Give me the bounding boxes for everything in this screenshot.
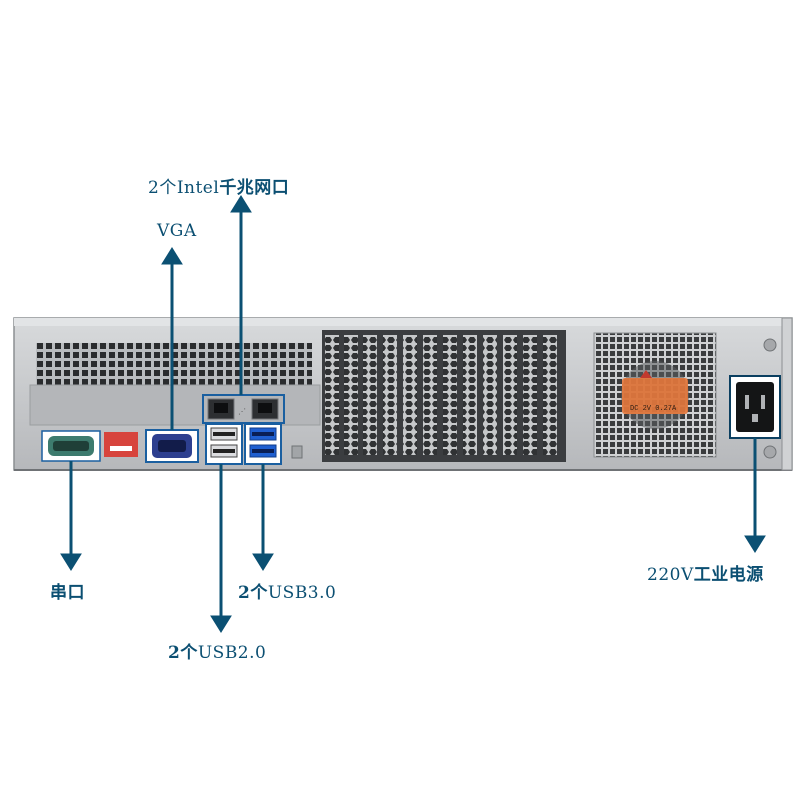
serial-label-text: 串口 xyxy=(50,583,85,603)
arrow-up-icon xyxy=(230,195,252,213)
lan-label-prefix: 2个Intel xyxy=(148,178,220,198)
lan-callout-label: 2个Intel千兆网口 xyxy=(148,173,289,198)
usb2-label-prefix: 2个 xyxy=(168,643,198,663)
svg-text:⋰: ⋰ xyxy=(238,407,246,416)
arrow-down-icon xyxy=(60,553,82,571)
cooling-fan: DC 2V 0.27A xyxy=(593,332,717,458)
usb3-ports xyxy=(244,423,282,465)
lan-ports: ⋰ xyxy=(202,394,285,424)
arrow-down-icon xyxy=(744,535,766,553)
pci-expansion-slots xyxy=(322,330,566,462)
power-label-suffix: 工业电源 xyxy=(693,565,764,585)
fan-sticker xyxy=(622,378,688,414)
lan-label-suffix: 千兆网口 xyxy=(219,178,290,198)
usb2-label-suffix: USB2.0 xyxy=(197,643,267,663)
usb3-label-suffix: USB3.0 xyxy=(267,583,337,603)
callout-arrows xyxy=(60,195,766,633)
vga-callout-label: VGA xyxy=(157,221,197,241)
vga-label-text: VGA xyxy=(157,221,197,241)
vga-port xyxy=(145,429,199,463)
usb2-callout-label: 2个USB2.0 xyxy=(168,638,266,663)
fan-rating-label: DC 2V 0.27A xyxy=(630,405,677,413)
power-callout-label: 220V工业电源 xyxy=(647,560,764,585)
serial-port xyxy=(41,430,101,462)
serial-callout-label: 串口 xyxy=(50,578,85,603)
usb3-callout-label: 2个USB3.0 xyxy=(238,578,336,603)
red-module xyxy=(104,432,138,457)
arrow-down-icon xyxy=(210,615,232,633)
screw-hole xyxy=(291,445,303,459)
usb2-ports xyxy=(205,423,243,465)
arrow-up-icon xyxy=(161,247,183,265)
power-label-prefix: 220V xyxy=(647,565,694,585)
arrow-down-icon xyxy=(252,553,274,571)
usb3-label-prefix: 2个 xyxy=(238,583,268,603)
